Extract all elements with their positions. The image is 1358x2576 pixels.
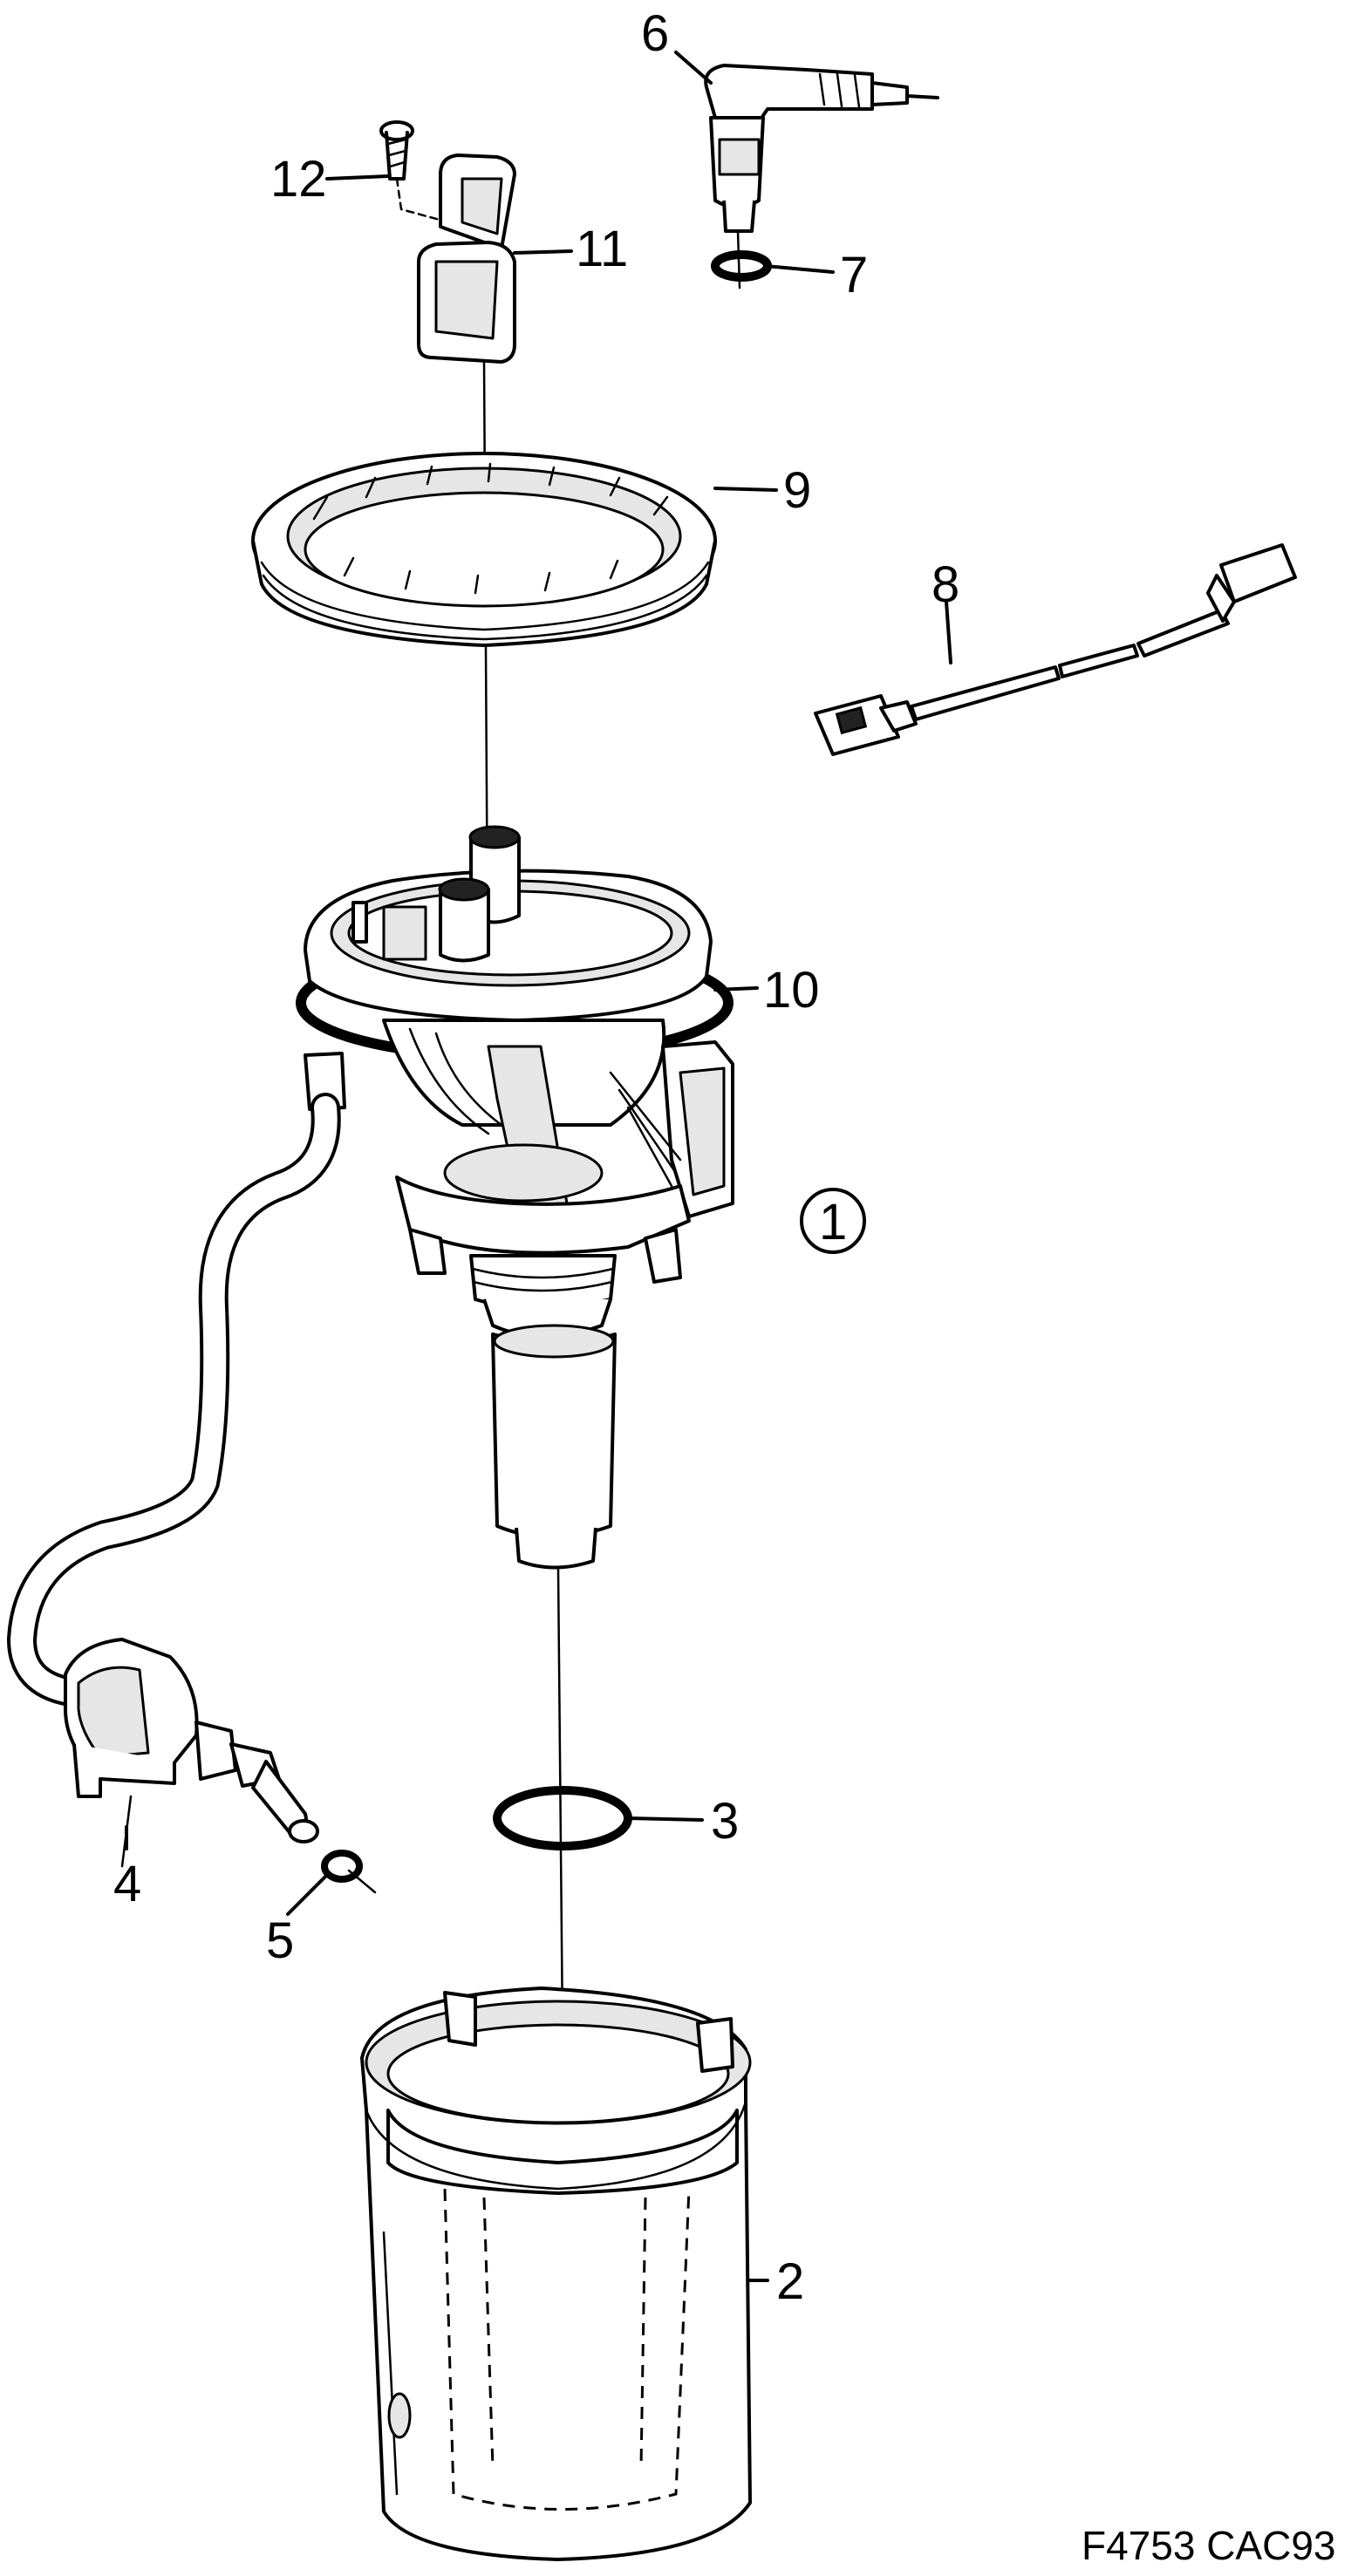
callout-2: 2 xyxy=(776,2253,804,2310)
part-7-o-ring xyxy=(711,250,772,282)
callout-4: 4 xyxy=(113,1856,141,1912)
part-11-clip xyxy=(417,153,516,1079)
callout-11: 11 xyxy=(576,221,628,277)
callout-10: 10 xyxy=(763,962,820,1019)
callout-8: 8 xyxy=(931,556,959,613)
callout-9: 9 xyxy=(783,462,811,519)
figure-code: F4753 CAC93 xyxy=(1082,2523,1336,2568)
fuel-hose xyxy=(7,1052,346,1707)
callout-3: 3 xyxy=(711,1793,739,1850)
part-2-reservoir xyxy=(360,1987,752,2561)
part-8-wiring-harness xyxy=(814,543,1297,756)
part-5-o-ring xyxy=(321,1850,377,1894)
callout-7: 7 xyxy=(840,247,868,303)
part-3-seal xyxy=(493,1786,632,1850)
part-1-pump-assembly xyxy=(304,825,734,2034)
callout-12: 12 xyxy=(270,151,327,208)
part-12-screw xyxy=(379,120,451,224)
part-6-connector xyxy=(704,64,939,290)
leader-lines xyxy=(125,51,952,2282)
part-9-lock-ring xyxy=(251,452,717,647)
callout-1: 1 xyxy=(819,1194,847,1251)
part-4-filter xyxy=(64,1638,319,1868)
callout-5: 5 xyxy=(266,1912,294,1969)
callout-6: 6 xyxy=(641,5,669,62)
